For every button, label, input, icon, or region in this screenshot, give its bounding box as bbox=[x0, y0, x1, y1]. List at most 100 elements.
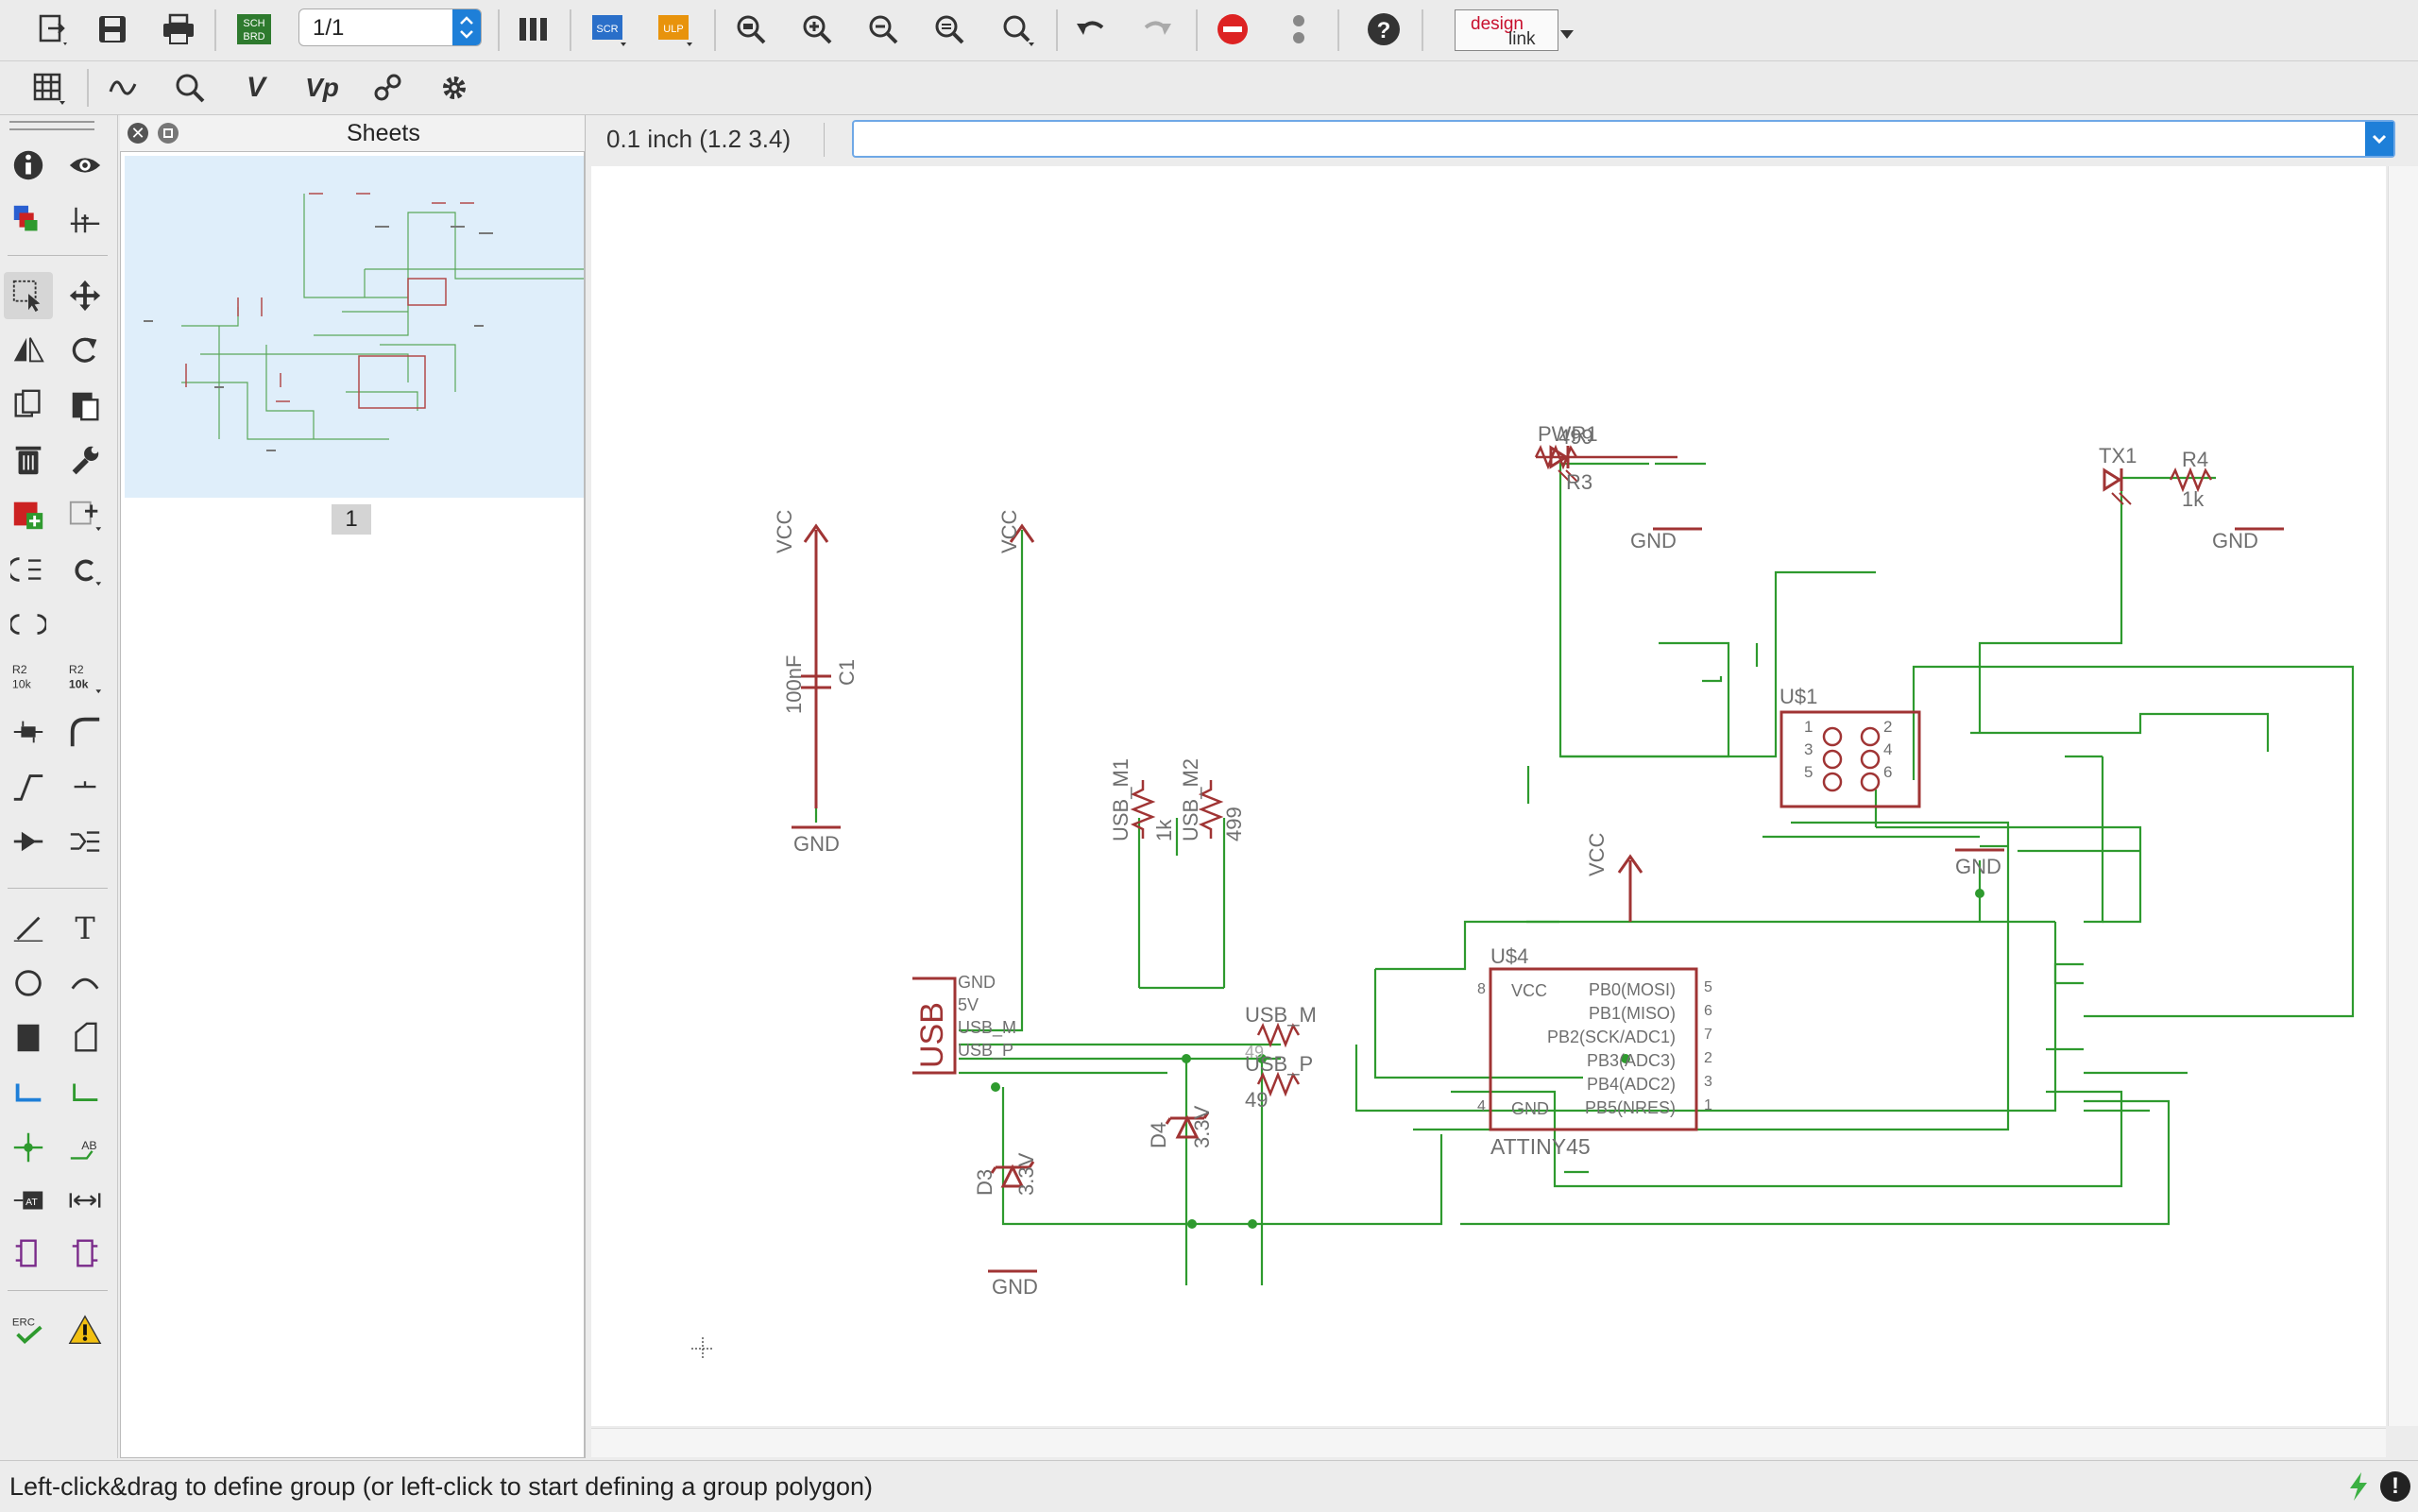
rectangle-icon[interactable] bbox=[4, 1014, 53, 1062]
ic-attiny45[interactable]: U$4 ATTINY45 VCC GND 8 4 PB0(MOSI) PB1(M… bbox=[1477, 944, 1712, 1159]
resistor-usb-m[interactable]: USB_M bbox=[1245, 1003, 1317, 1048]
voltage-probe-button[interactable]: V bbox=[232, 64, 280, 111]
pinswap-icon[interactable] bbox=[4, 601, 53, 648]
simulate-icon[interactable] bbox=[100, 64, 147, 111]
gnd-symbol[interactable]: GND bbox=[1630, 527, 1702, 552]
wire-draw-icon[interactable] bbox=[4, 905, 53, 952]
swap-gate-icon[interactable] bbox=[4, 546, 53, 593]
label-icon[interactable]: AB bbox=[60, 1124, 110, 1171]
command-line-input[interactable] bbox=[858, 124, 2354, 156]
probe-connect-icon[interactable] bbox=[365, 64, 412, 111]
open-file-icon[interactable] bbox=[28, 6, 76, 53]
frame-icon[interactable] bbox=[4, 1230, 53, 1277]
rotate-icon[interactable] bbox=[60, 327, 110, 374]
group-select-icon[interactable] bbox=[4, 272, 53, 319]
go-icon[interactable] bbox=[1275, 6, 1322, 53]
led-tx1[interactable]: TX1 bbox=[2099, 444, 2137, 505]
resistor-usb-m2[interactable]: USB_M2 499 bbox=[1179, 758, 1246, 841]
circle-icon[interactable] bbox=[4, 960, 53, 1007]
gateswap-icon[interactable] bbox=[60, 818, 110, 865]
dimension-icon[interactable] bbox=[60, 1177, 110, 1224]
close-panel-icon[interactable]: ✕ bbox=[128, 123, 148, 144]
polygon-icon[interactable] bbox=[60, 1014, 110, 1062]
undo-icon[interactable] bbox=[1067, 6, 1115, 53]
sheet-selector[interactable]: 1/1 bbox=[298, 8, 482, 46]
info-icon[interactable] bbox=[4, 142, 53, 189]
net-icon[interactable] bbox=[4, 1069, 53, 1116]
panels-icon[interactable] bbox=[510, 6, 557, 53]
run-script-button[interactable]: SCR bbox=[586, 6, 633, 53]
vcc-symbol[interactable]: VCC bbox=[773, 509, 829, 690]
differential-probe-button[interactable]: Vp bbox=[298, 64, 346, 111]
vertical-scrollbar[interactable] bbox=[2388, 166, 2418, 1426]
delete-icon[interactable] bbox=[4, 436, 53, 484]
module-icon[interactable] bbox=[60, 1230, 110, 1277]
replace-part-icon[interactable] bbox=[60, 491, 110, 538]
stop-icon[interactable] bbox=[1209, 6, 1256, 53]
zoom-out-icon[interactable] bbox=[860, 6, 907, 53]
settings-gear-icon[interactable] bbox=[431, 64, 478, 111]
copy-icon[interactable] bbox=[4, 382, 53, 429]
horizontal-scrollbar[interactable] bbox=[591, 1428, 2386, 1457]
save-icon[interactable] bbox=[89, 6, 136, 53]
optimize-icon[interactable] bbox=[60, 763, 110, 810]
command-history-dropdown[interactable] bbox=[2365, 122, 2393, 156]
lightning-icon[interactable] bbox=[2344, 1470, 2373, 1503]
vcc-symbol[interactable]: VCC bbox=[1585, 832, 1643, 922]
cycle-icon[interactable] bbox=[60, 546, 110, 593]
zener-d3[interactable]: D3 3.3V bbox=[973, 1152, 1038, 1196]
junction-icon[interactable] bbox=[4, 1124, 53, 1171]
grid-icon[interactable] bbox=[25, 64, 72, 111]
schematic-canvas[interactable]: VCC 100nF C1 GND VCC PWR1 499 R3 GND bbox=[591, 166, 2386, 1426]
resistor-r4[interactable]: R4 1k bbox=[2169, 448, 2213, 511]
led-pwr1[interactable]: PWR1 bbox=[1538, 422, 1598, 483]
show-eye-icon[interactable] bbox=[60, 142, 110, 189]
add-part-icon[interactable] bbox=[4, 491, 53, 538]
alert-icon[interactable]: ! bbox=[2380, 1471, 2410, 1502]
move-icon[interactable] bbox=[60, 272, 110, 319]
zener-d4[interactable]: D4 3.3V bbox=[1147, 1105, 1214, 1148]
invoke-icon[interactable] bbox=[4, 818, 53, 865]
paste-icon[interactable] bbox=[60, 382, 110, 429]
sheet-stepper[interactable] bbox=[452, 9, 481, 45]
gnd-symbol[interactable]: GND bbox=[1955, 848, 2004, 878]
connector-u1[interactable]: U$1 1 2 3 4 5 6 bbox=[1779, 685, 1921, 808]
attribute-icon[interactable]: AT bbox=[4, 1177, 53, 1224]
text-tool[interactable]: T bbox=[60, 905, 110, 952]
split-icon[interactable] bbox=[4, 763, 53, 810]
gnd-symbol[interactable]: GND bbox=[988, 1269, 1038, 1299]
vcc-symbol[interactable]: VCC bbox=[997, 509, 1035, 553]
print-icon[interactable] bbox=[155, 6, 202, 53]
zoom-fit-icon[interactable] bbox=[727, 6, 775, 53]
sheet-number-badge[interactable]: 1 bbox=[332, 504, 371, 535]
schematic-drawing[interactable]: VCC 100nF C1 GND VCC PWR1 499 R3 GND bbox=[591, 166, 2386, 1426]
miter-icon[interactable] bbox=[60, 708, 110, 756]
bus-icon[interactable] bbox=[60, 1069, 110, 1116]
resistor-usb-m1[interactable]: USB_M1 1k bbox=[1109, 758, 1176, 841]
wrench-icon[interactable] bbox=[60, 436, 110, 484]
gnd-symbol[interactable]: GND bbox=[2212, 527, 2284, 552]
erc-button[interactable]: ERC bbox=[4, 1307, 53, 1354]
zoom-in-icon[interactable] bbox=[793, 6, 841, 53]
smash-icon[interactable] bbox=[4, 708, 53, 756]
mark-icon[interactable] bbox=[60, 196, 110, 244]
sheet-thumbnail[interactable] bbox=[125, 156, 584, 498]
designlink-button[interactable]: design link bbox=[1455, 9, 1558, 51]
chevron-down-icon[interactable] bbox=[1560, 30, 1574, 39]
run-ulp-button[interactable]: ULP bbox=[652, 6, 699, 53]
float-panel-icon[interactable] bbox=[158, 123, 179, 144]
probe-icon[interactable] bbox=[166, 64, 213, 111]
redo-icon[interactable] bbox=[1133, 6, 1181, 53]
arc-icon[interactable] bbox=[60, 960, 110, 1007]
zoom-select-icon[interactable] bbox=[994, 6, 1041, 53]
layers-icon[interactable] bbox=[4, 196, 53, 244]
resistor-usb-p[interactable]: USB_P 49 49 bbox=[1245, 1043, 1313, 1112]
zoom-redraw-icon[interactable] bbox=[926, 6, 973, 53]
mirror-icon[interactable] bbox=[4, 327, 53, 374]
warning-icon[interactable] bbox=[60, 1307, 110, 1354]
usb-connector[interactable]: USB GND 5V USB_M USB_P bbox=[912, 973, 1016, 1075]
resistor-r3[interactable]: 499 R3 bbox=[1534, 425, 1677, 494]
